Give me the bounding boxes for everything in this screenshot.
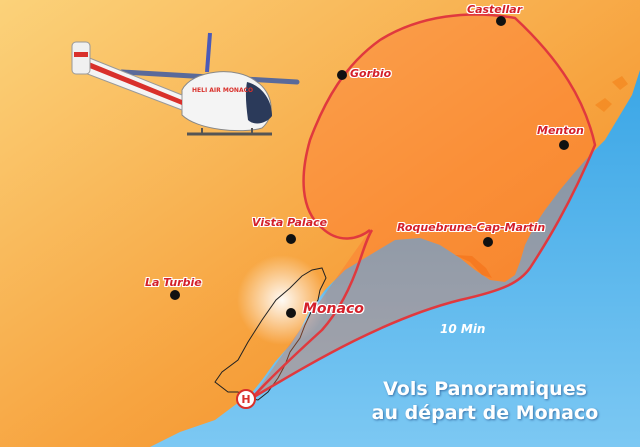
town-label-vista-palace: Vista Palace	[252, 216, 328, 229]
helicopter-icon: HELI AIR MONACO	[71, 32, 300, 136]
coast-islets	[595, 76, 628, 112]
town-label-menton: Menton	[537, 124, 584, 137]
town-label-la-turbie: La Turbie	[145, 276, 202, 289]
border-outline	[214, 267, 327, 401]
route-duration: 10 Min	[440, 322, 486, 336]
svg-text:H: H	[241, 393, 250, 406]
town-label-roquebrune: Roquebrune-Cap-Martin	[397, 221, 546, 234]
town-label-gorbio: Gorbio	[350, 67, 392, 80]
headline-line-2: au départ de Monaco	[371, 402, 599, 424]
headline-line-1: Vols Panoramiques	[383, 378, 587, 400]
flight-route	[251, 13, 597, 400]
town-label-monaco: Monaco	[303, 301, 364, 317]
heliport-icon: H	[236, 389, 256, 409]
svg-text:HELI AIR MONACO: HELI AIR MONACO	[192, 87, 253, 94]
sea-area	[150, 70, 640, 447]
town-label-castellar: Castellar	[467, 3, 523, 16]
flight-route-close	[251, 229, 374, 399]
monaco-glow	[237, 255, 327, 345]
coast-detail	[455, 255, 492, 278]
